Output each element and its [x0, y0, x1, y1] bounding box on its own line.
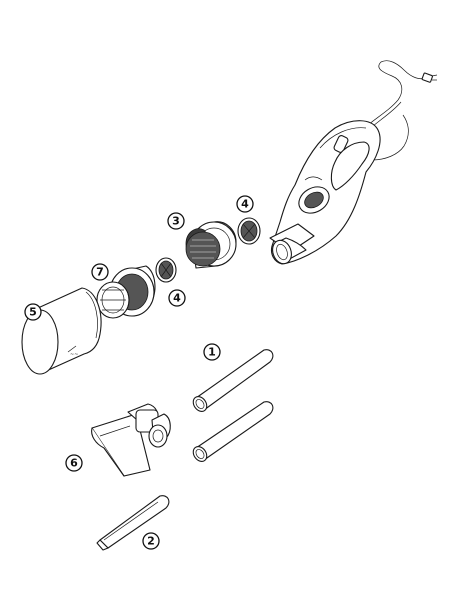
- pleated-hepa-filter: [185, 221, 237, 269]
- extension-tube-upper: [192, 349, 274, 412]
- callout-7: 7: [91, 263, 109, 281]
- sponge-filter-rear: [237, 217, 261, 245]
- dust-container: ~~: [21, 287, 102, 375]
- callout-6: 6: [65, 454, 83, 472]
- svg-text:1: 1: [208, 346, 216, 359]
- callout-5: 5: [24, 303, 42, 321]
- svg-text:6: 6: [70, 457, 78, 470]
- svg-text:4: 4: [241, 198, 249, 211]
- filter-holder: [96, 265, 156, 319]
- main-body: [269, 120, 381, 265]
- callout-3: 3: [167, 212, 185, 230]
- svg-text:5: 5: [29, 306, 37, 319]
- svg-text:4: 4: [173, 292, 181, 305]
- callout-4-front: 4: [168, 289, 186, 307]
- callout-1: 1: [203, 343, 221, 361]
- svg-text:7: 7: [96, 266, 104, 279]
- extension-tube-lower: [192, 401, 274, 462]
- svg-text:3: 3: [172, 215, 180, 228]
- callout-4-rear: 4: [236, 195, 254, 213]
- svg-text:2: 2: [147, 535, 155, 548]
- callout-2: 2: [142, 532, 160, 550]
- floor-brush: [91, 403, 171, 477]
- svg-text:~~: ~~: [70, 352, 78, 358]
- sponge-filter-front: [155, 257, 177, 283]
- crevice-tool: [96, 495, 170, 551]
